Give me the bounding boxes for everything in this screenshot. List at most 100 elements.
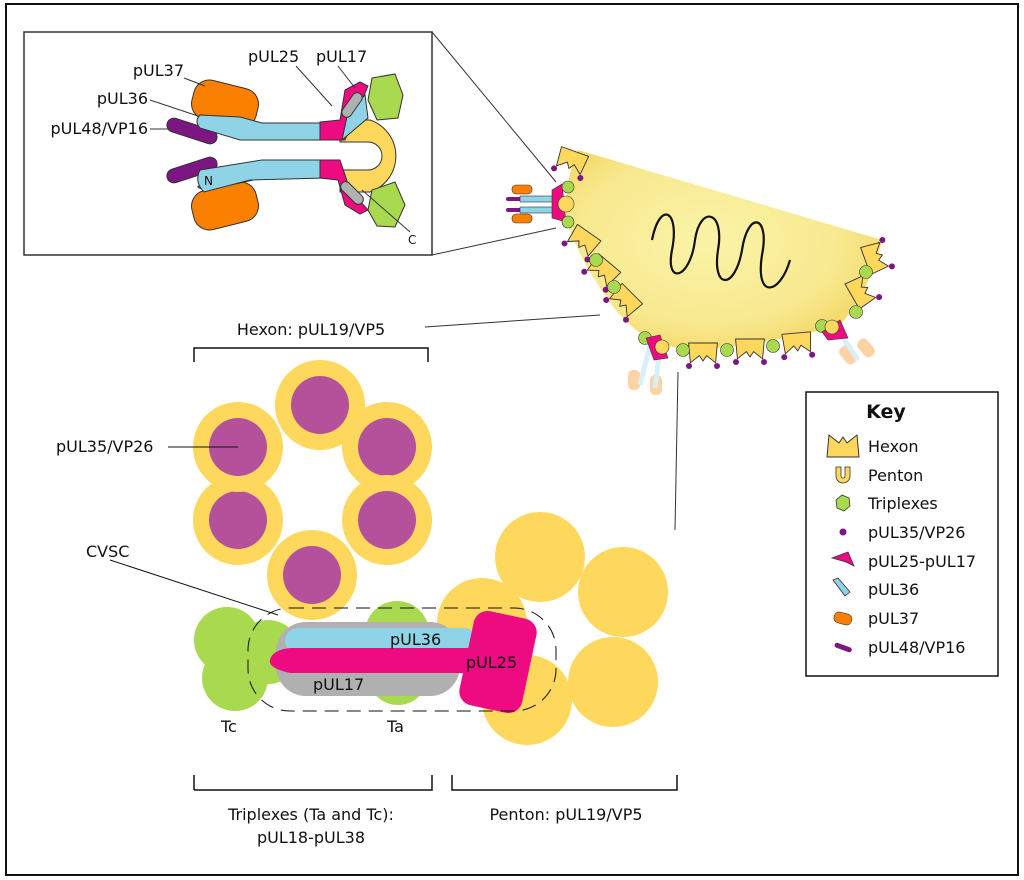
hexon-icon [826,434,860,458]
pul36-icon [832,577,851,597]
capsid-triplex [859,265,873,279]
hexon-label: Hexon: pUL19/VP5 [237,320,385,339]
pul48-icon [834,642,852,653]
key-box [805,391,999,677]
inset-pul36-c-top [341,93,369,142]
key-label-triplexes: Triplexes [867,494,938,513]
capsid-triplex [720,343,734,357]
figure-frame [5,3,1019,876]
vp26-subunit [283,546,341,604]
leader-pul36 [149,99,199,117]
label-c-terminus: C [408,233,416,247]
capsid-portal [506,180,575,229]
hexon-subunit [193,475,283,565]
capsid-hexon [781,331,813,355]
triplex-icon [835,494,851,512]
pul37-icon [833,611,853,626]
capsid-vp26-dot [603,297,610,303]
hexon-subunit [342,402,432,492]
cvsc-leader-line [109,559,279,616]
hexon-subunit [342,475,432,565]
capsid-vp26-dot [879,237,886,244]
pul17-label: pUL17 [313,675,364,694]
pul25-pul17-icon [830,551,855,567]
penton-leader-line [674,371,679,531]
capsid-portal-bottom [645,319,849,361]
hexon-subunit [275,360,365,450]
vp26-subunit [291,376,349,434]
genome-dna [650,213,792,289]
capsid-vp26-dot [888,263,895,270]
triplex-label-line1: Triplexes (Ta and Tc): [227,805,394,824]
hexon-detail: Hexon: pUL19/VP5 pUL35/VP26 [56,320,432,620]
capsid-hexon [688,342,718,364]
inset-pul48-bottom [166,156,218,184]
capsid-triplex [676,343,690,357]
penton-detail [437,512,668,745]
pul36-label: pUL36 [390,630,441,649]
inset-portal-vertex: pUL37 pUL36 pUL48/VP16 pUL25 pUL17 N C [23,31,433,256]
leader-pul17 [337,65,356,89]
capsid-vp26-dot [876,294,883,301]
vp26-dot-icon [839,528,847,536]
label-pul48: pUL48/VP16 [51,119,148,138]
ta-label: Ta [386,717,404,736]
inset-connector-bottom [431,227,557,256]
key-label-hexon: Hexon [868,437,919,456]
capsid-vp26-dot [551,165,558,172]
capsid-triplex [607,280,621,294]
capsid-vp26-dot [733,359,739,365]
capsid-vp26-dot [761,359,767,365]
hexon-leader-line [424,314,601,328]
key-label-penton: Penton [868,466,923,485]
capsid-vp26-dot [686,363,692,369]
penton-bracket [451,775,678,791]
capsid-vp26-dot [714,363,720,369]
triplex-label-line2: pUL18-pUL38 [257,828,365,847]
key-label-pul48: pUL48/VP16 [868,638,965,657]
capsid-vp26-dot [577,174,584,181]
vp26-label: pUL35/VP26 [56,437,153,456]
vp26-subunit [358,491,416,549]
penton-label: Penton: pUL19/VP5 [489,805,642,824]
capsid-vp26-dot [584,256,591,263]
leader-pul37 [183,77,206,87]
hexon-bracket [193,347,429,362]
capsid [506,146,895,395]
capsid-body [565,150,882,350]
capsid-vp26-dot [602,286,609,293]
cvsc-dashed-outline [247,607,557,712]
leader-pul25 [295,65,333,107]
leader-c-term [361,189,411,233]
inset-triplex-top [367,73,404,121]
key-title: Key [866,401,906,423]
legend-key: Key Hexon Penton Triplexes pUL35/VP26 pU… [805,391,999,677]
cvsc-pul25-arm [269,648,480,673]
capsid-vp26-dot [581,268,588,275]
triplex-bracket [193,775,433,791]
inset-pul48-top [166,117,218,145]
capsid-hexon [735,338,765,360]
label-pul37: pUL37 [133,61,184,80]
key-label-pul36: pUL36 [868,580,919,599]
capsid-triplex [849,305,863,319]
label-n-terminus: N [204,174,213,188]
cvsc-pul25-head [459,611,537,713]
label-pul17: pUL17 [316,47,367,66]
cvsc-label: CVSC [86,542,129,561]
key-label-pul37: pUL37 [868,609,919,628]
label-pul25: pUL25 [248,47,299,66]
inset-connector-top [431,31,557,183]
capsid-triplex [589,253,603,267]
inset-penton [339,119,397,193]
capsid-vp26-dot [561,240,568,247]
inset-pul17-top [341,92,363,118]
cvsc-pul36 [285,628,477,654]
capsid-vp26-dot [623,316,629,323]
key-label-vp26: pUL35/VP26 [868,523,965,542]
inset-pul17-bottom [340,181,364,205]
inset-pul36-top [196,114,326,141]
vp26-subunit [209,491,267,549]
vp26-subunit [358,418,416,476]
